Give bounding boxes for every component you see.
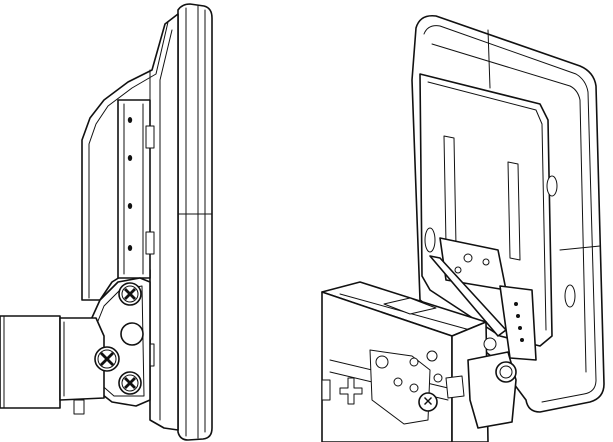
- hinge-pin: [484, 338, 496, 350]
- screw-middle: [95, 347, 119, 371]
- face-hole: [410, 358, 418, 366]
- pivot-boss: [121, 323, 143, 345]
- side-tab: [322, 380, 330, 400]
- plate-hole: [464, 254, 472, 262]
- pivot-knob: [496, 362, 516, 382]
- chassis-foot: [74, 400, 84, 414]
- face-hole: [376, 356, 388, 368]
- rail-hole: [128, 203, 132, 209]
- mounting-rail: [118, 100, 150, 278]
- rail-hole: [128, 117, 132, 123]
- face-hole: [434, 374, 442, 382]
- bracket-hole: [516, 314, 520, 318]
- bracket-hole: [514, 302, 518, 306]
- side-hole: [425, 228, 435, 252]
- face-hole: [410, 384, 418, 392]
- face-hole: [394, 378, 402, 386]
- chassis-screw: [419, 393, 437, 411]
- rail-hole: [128, 155, 132, 161]
- bracket-hole: [520, 338, 524, 342]
- hinge-latch: [446, 376, 464, 398]
- bracket-hole: [518, 326, 522, 330]
- chassis-block: [0, 316, 60, 408]
- side-hole: [565, 285, 575, 307]
- plate-hole: [455, 267, 461, 273]
- plate-hole: [483, 259, 489, 265]
- screw-top: [119, 283, 141, 305]
- rail-slot-right: [508, 162, 520, 260]
- rail-tab: [146, 232, 154, 254]
- perspective-view-drawing: [322, 16, 604, 442]
- rail-slot-left: [444, 136, 456, 246]
- face-hole: [427, 351, 437, 361]
- rail-hole: [128, 245, 132, 251]
- screw-bottom: [119, 372, 141, 394]
- screen-bezel: [178, 4, 212, 440]
- rail-tab: [146, 126, 154, 148]
- side-view-drawing: [0, 4, 212, 440]
- side-hole: [547, 176, 557, 196]
